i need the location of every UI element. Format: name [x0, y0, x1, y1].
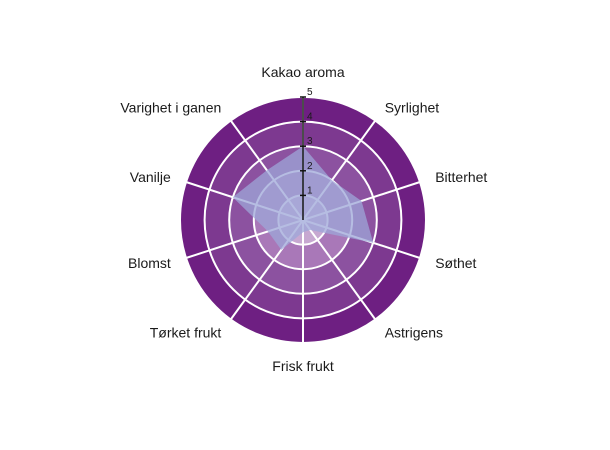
category-label-1: Syrlighet: [385, 100, 440, 116]
radial-axis: [300, 96, 306, 220]
tick-label-2: 2: [307, 161, 313, 172]
category-label-5: Frisk frukt: [272, 358, 334, 374]
category-label-2: Bitterhet: [435, 169, 487, 185]
category-label-7: Blomst: [128, 255, 171, 271]
spoke-4: [302, 219, 377, 321]
category-label-3: Søthet: [435, 255, 476, 271]
tick-labels: 1 2 3 4 5: [307, 87, 313, 196]
tick-label-3: 3: [307, 136, 313, 147]
category-label-6: Tørket frukt: [150, 325, 222, 341]
category-label-4: Astrigens: [385, 325, 443, 341]
category-label-0: Kakao aroma: [261, 64, 344, 80]
category-label-9: Varighet i ganen: [120, 100, 221, 116]
category-label-8: Vanilje: [130, 169, 171, 185]
tick-label-5: 5: [307, 87, 313, 98]
tick-label-1: 1: [307, 185, 313, 196]
tick-label-4: 4: [307, 112, 313, 123]
category-labels: Kakao aromaSyrlighetBitterhetSøthetAstri…: [120, 64, 487, 374]
